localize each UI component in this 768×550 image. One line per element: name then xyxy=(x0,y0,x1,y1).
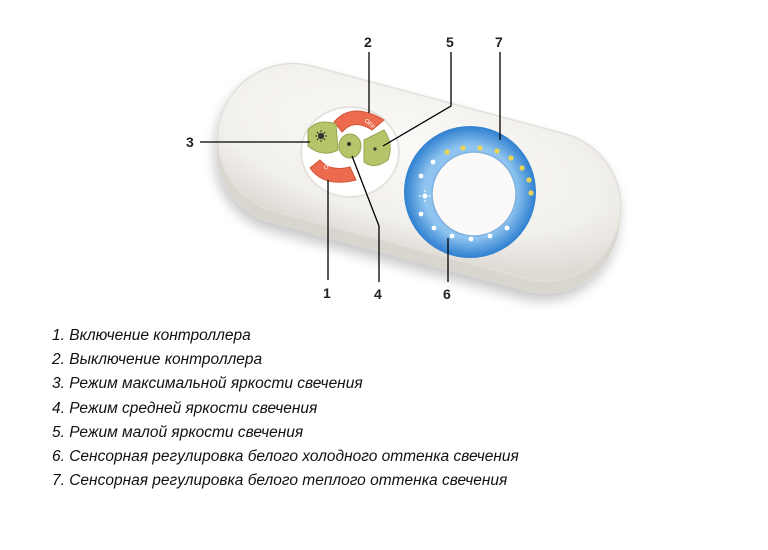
on-button-label: ON xyxy=(323,162,334,172)
callout-6: 6 xyxy=(443,286,451,302)
small-sun-icon xyxy=(419,190,431,202)
cold-led-indicators xyxy=(418,159,510,242)
callout-7: 7 xyxy=(495,34,503,50)
callout-3: 3 xyxy=(186,134,194,150)
low-brightness-button[interactable] xyxy=(363,129,391,166)
sun-icon xyxy=(315,130,327,142)
legend-item: 3. Режим максимальной яркости свечения xyxy=(52,375,363,393)
on-button[interactable]: ON xyxy=(309,159,357,183)
callout-5: 5 xyxy=(446,34,454,50)
callout-1: 1 xyxy=(323,285,331,301)
touch-ring[interactable] xyxy=(404,126,536,258)
legend-item: 4. Режим средней яркости свечения xyxy=(52,399,318,417)
leader-lines xyxy=(200,52,501,282)
callout-4: 4 xyxy=(374,286,382,302)
legend-item: 6. Сенсорная регулировка белого холодног… xyxy=(52,447,519,465)
dim-sun-icon xyxy=(373,147,377,151)
touch-ring-center xyxy=(431,151,517,237)
medium-brightness-button[interactable] xyxy=(338,133,362,159)
legend-item: 2. Выключение контроллера xyxy=(52,351,263,369)
medium-sun-icon xyxy=(347,142,351,146)
warm-led-indicators xyxy=(444,145,534,196)
legend-item: 7. Сенсорная регулировка белого теплого … xyxy=(52,472,508,490)
leader-line-4 xyxy=(351,155,380,282)
legend-item: 1. Включение контроллера xyxy=(52,327,251,344)
legend-list: 1. Включение контроллера 2. Выключение к… xyxy=(52,324,519,493)
legend-item: 5. Режим малой яркости свечения xyxy=(52,423,304,441)
max-brightness-button[interactable] xyxy=(307,121,339,154)
remote-controller-diagram: OFF ON xyxy=(186,34,622,302)
callout-2: 2 xyxy=(364,34,372,50)
leader-line-5 xyxy=(382,52,452,147)
